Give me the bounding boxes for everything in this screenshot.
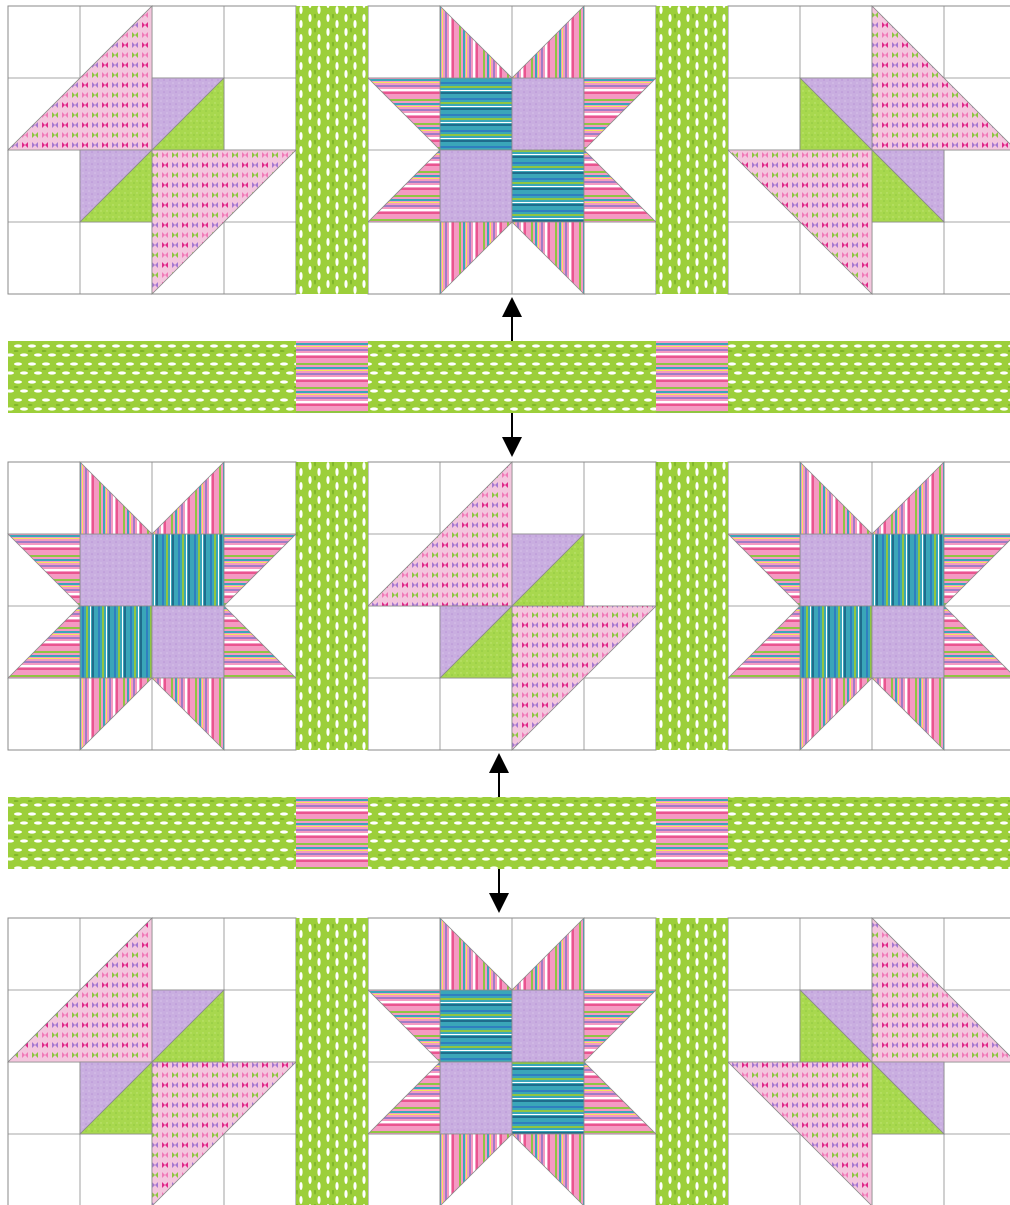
vertical-sashing-strip (656, 918, 728, 1205)
horizontal-sashing-strip (8, 797, 1010, 869)
star-block (728, 462, 1010, 750)
center-square (512, 78, 584, 150)
pinwheel-block (728, 6, 1010, 294)
center-square (440, 150, 512, 222)
cornerstone-square (656, 797, 728, 869)
center-square (512, 1062, 584, 1134)
quilt-blocks-layer (8, 6, 1010, 1205)
horizontal-sashing-strip (8, 341, 1010, 413)
pinwheel-block (368, 462, 656, 750)
center-square (872, 534, 944, 606)
star-block (368, 918, 656, 1205)
star-block (8, 462, 296, 750)
center-square (440, 990, 512, 1062)
center-square (512, 150, 584, 222)
center-square (800, 534, 872, 606)
center-square (152, 534, 224, 606)
center-square (440, 78, 512, 150)
horizontal-sashing-row (8, 797, 1010, 869)
cornerstone-square (296, 341, 368, 413)
vertical-sashing-strip (296, 6, 368, 294)
center-square (872, 606, 944, 678)
center-square (80, 534, 152, 606)
pinwheel-block (8, 918, 296, 1205)
center-square (800, 606, 872, 678)
vertical-sashing-strip (656, 462, 728, 750)
vertical-sashing-strip (296, 918, 368, 1205)
pinwheel-block (728, 918, 1010, 1205)
center-square (152, 606, 224, 678)
center-square (80, 606, 152, 678)
cornerstone-square (296, 797, 368, 869)
pinwheel-block (8, 6, 296, 294)
star-block (368, 6, 656, 294)
cornerstone-square (656, 341, 728, 413)
center-square (512, 990, 584, 1062)
center-square (440, 1062, 512, 1134)
vertical-sashing-strip (296, 462, 368, 750)
horizontal-sashing-row (8, 341, 1010, 413)
vertical-sashing-strip (656, 6, 728, 294)
